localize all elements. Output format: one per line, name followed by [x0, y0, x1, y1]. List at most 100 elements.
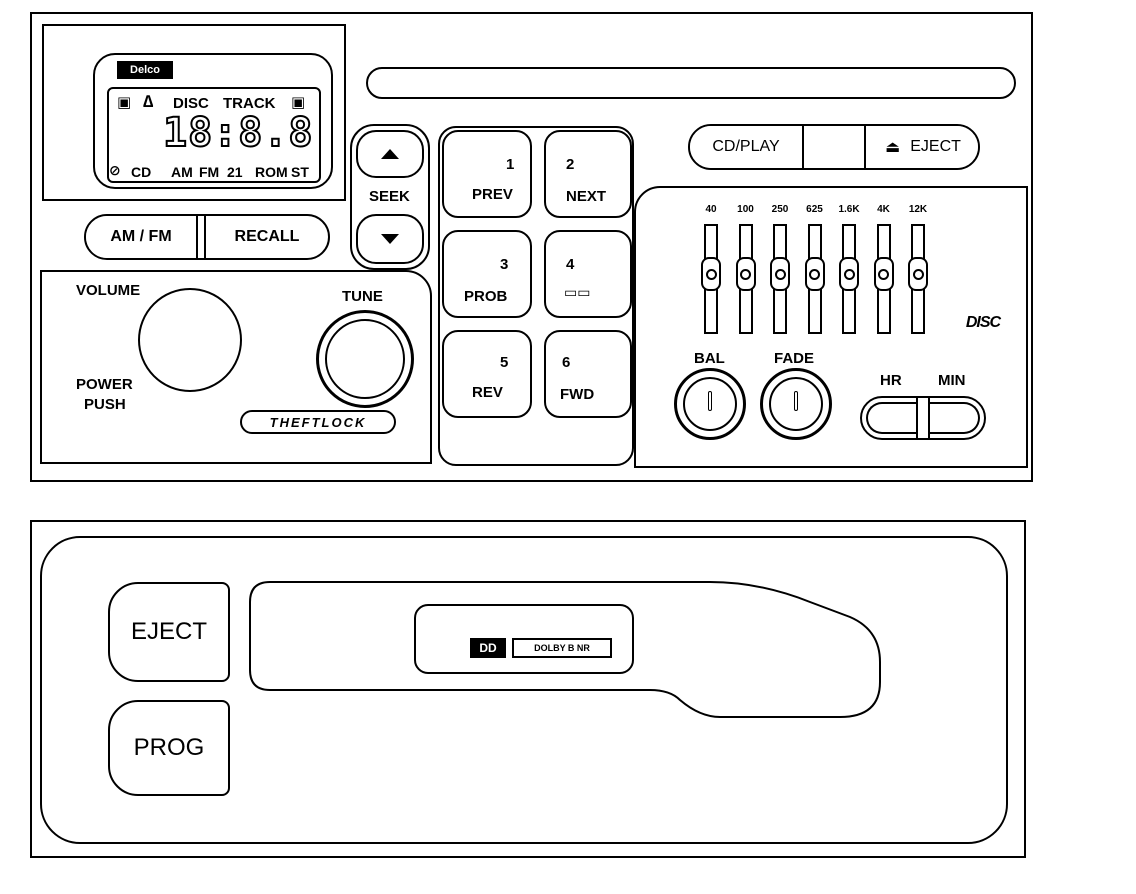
- bal-knob-inner: [683, 377, 737, 431]
- dolby-logo: DD: [470, 638, 506, 658]
- cassette-window: [414, 604, 634, 674]
- cassette-eject-button[interactable]: EJECT: [108, 582, 230, 682]
- preset-3-number: 3: [500, 256, 509, 273]
- fade-label: FADE: [774, 350, 815, 367]
- fade-knob[interactable]: [760, 368, 832, 440]
- eq-slider-1[interactable]: 100: [731, 204, 761, 340]
- eq-band-label: 100: [737, 204, 754, 215]
- lcd-track-label: TRACK: [223, 95, 276, 112]
- cassette-inner-bezel: [40, 536, 1008, 844]
- preset-6-fwd-button[interactable]: 6 FWD: [544, 330, 632, 418]
- tune-knob-inner: [325, 319, 405, 399]
- tune-knob[interactable]: [316, 310, 414, 408]
- power-label: POWER: [76, 376, 133, 393]
- eject-button[interactable]: ⏏ EJECT: [868, 126, 978, 168]
- eq-slider-knob[interactable]: [770, 257, 790, 291]
- preset-4-tape-icon: ▭▭: [564, 284, 591, 300]
- eq-slider-knob[interactable]: [873, 257, 894, 291]
- am-fm-button[interactable]: AM / FM: [86, 216, 198, 258]
- preset-grid: [438, 126, 634, 466]
- seek-rocker: [350, 124, 430, 270]
- disc-logo: DISC: [965, 314, 1001, 331]
- eq-slider-4[interactable]: 1.6K: [834, 204, 864, 340]
- eq-band-label: 625: [806, 204, 823, 215]
- bal-knob[interactable]: [674, 368, 746, 440]
- dolby-b-nr-label: DOLBY B NR: [512, 638, 612, 658]
- prog-button[interactable]: PROG: [108, 700, 230, 796]
- preset-2-next-button[interactable]: 2 NEXT: [544, 130, 632, 218]
- eq-knob-dot-icon: [705, 268, 717, 280]
- push-label: PUSH: [84, 396, 126, 413]
- preset-6-label: FWD: [560, 386, 595, 403]
- preset-1-label: PREV: [472, 186, 513, 203]
- preset-5-number: 5: [500, 354, 509, 371]
- clock-rocker: [860, 396, 986, 440]
- eject-icon: ⏏: [885, 139, 901, 156]
- eq-band-label: 1.6K: [838, 204, 860, 215]
- preset-6-number: 6: [562, 354, 571, 371]
- cd-play-button[interactable]: CD/PLAY: [690, 126, 804, 168]
- eq-slider-5[interactable]: 4K: [869, 204, 899, 340]
- eq-slider-3[interactable]: 625: [800, 204, 830, 340]
- equalizer-sliders: 40 100 250 625 1.6K 4K 12K: [696, 204, 946, 340]
- preset-1-number: 1: [506, 156, 515, 173]
- eq-knob-dot-icon: [774, 268, 786, 280]
- seek-up-button[interactable]: [356, 130, 424, 178]
- cd-eject-group: [688, 124, 980, 170]
- lcd-cd-label: CD: [131, 164, 152, 180]
- cd-blank-button[interactable]: [804, 126, 866, 168]
- lcd-triangle-icon: ∆: [143, 92, 154, 111]
- volume-knob[interactable]: [138, 288, 242, 392]
- recall-button[interactable]: RECALL: [208, 216, 326, 258]
- eq-band-label: 250: [771, 204, 789, 215]
- lcd-21-label: 21: [227, 164, 243, 180]
- eq-slider-knob[interactable]: [735, 257, 756, 291]
- preset-3-label: PROB: [464, 288, 508, 305]
- eq-slider-knob[interactable]: [804, 257, 825, 291]
- lcd-digits: 18:8.8: [162, 110, 314, 156]
- triangle-up-icon: [381, 149, 399, 159]
- preset-4-number: 4: [566, 256, 575, 273]
- hr-button[interactable]: [866, 402, 916, 434]
- lcd-disc-icon: ⊘: [109, 162, 121, 178]
- eq-slider-knob[interactable]: [839, 257, 859, 291]
- preset-3-prob-button[interactable]: 3 PROB: [442, 230, 532, 318]
- preset-5-label: REV: [472, 384, 503, 401]
- cd-slot: [366, 67, 1016, 99]
- bal-knob-indicator: [708, 391, 712, 411]
- lcd-am-label: AM: [171, 164, 193, 180]
- eq-band-label: 40: [705, 204, 717, 215]
- preset-4-button[interactable]: 4 ▭▭: [544, 230, 632, 318]
- lcd-screen: [107, 87, 321, 183]
- clock-divider: [916, 398, 930, 438]
- lcd-left-icon: ▣: [117, 94, 132, 111]
- brand-logo: Delco: [117, 61, 173, 79]
- eq-knob-dot-icon: [809, 268, 820, 280]
- eq-knob-dot-icon: [912, 268, 924, 280]
- hr-label: HR: [880, 372, 902, 389]
- eq-slider-knob[interactable]: [908, 257, 928, 291]
- fade-knob-indicator: [794, 391, 798, 411]
- seek-down-button[interactable]: [356, 214, 424, 264]
- lcd-disc-label: DISC: [173, 95, 209, 112]
- eq-slider-6[interactable]: 12K: [903, 204, 933, 340]
- lcd-fm-label: FM: [199, 164, 220, 180]
- am-fm-recall-group: [84, 214, 330, 260]
- fade-knob-inner: [769, 377, 823, 431]
- eq-slider-2[interactable]: 250: [765, 204, 795, 340]
- preset-1-prev-button[interactable]: 1 PREV: [442, 130, 532, 218]
- eq-slider-knob[interactable]: [701, 257, 721, 291]
- preset-5-rev-button[interactable]: 5 REV: [442, 330, 532, 418]
- preset-2-label: NEXT: [566, 188, 607, 205]
- lcd-right-icon: ▣: [291, 94, 306, 111]
- bal-label: BAL: [694, 350, 725, 367]
- preset-2-number: 2: [566, 156, 575, 173]
- eq-band-label: 4K: [877, 204, 890, 215]
- eq-slider-0[interactable]: 40: [696, 204, 726, 340]
- seek-label: SEEK: [369, 188, 410, 205]
- cassette-door: [249, 581, 881, 718]
- triangle-down-icon: [381, 234, 399, 244]
- min-label: MIN: [938, 372, 966, 389]
- min-button[interactable]: [930, 402, 980, 434]
- am-fm-divider: [204, 216, 206, 258]
